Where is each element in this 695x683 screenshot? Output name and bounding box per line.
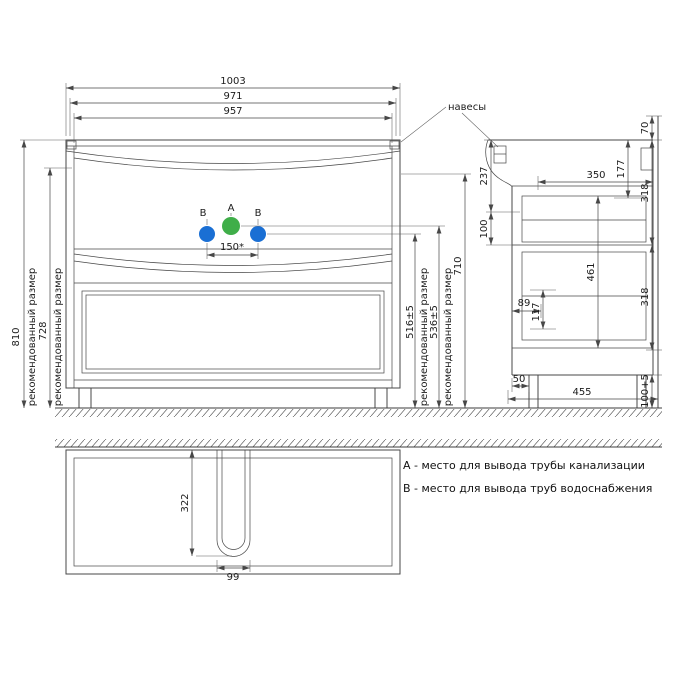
point-b-left-label: B bbox=[200, 208, 207, 219]
hanger-mark-left bbox=[66, 140, 77, 150]
hangers-label: навесы bbox=[448, 102, 486, 113]
floor-hatch-band bbox=[55, 409, 662, 417]
leg-right bbox=[374, 387, 388, 409]
dim-177-label: 177 bbox=[616, 159, 627, 178]
hanger-mark-right bbox=[389, 140, 400, 150]
dim-99-label: 99 bbox=[227, 572, 240, 583]
point-a-label: A bbox=[228, 203, 235, 214]
leader-line bbox=[400, 106, 447, 143]
siphon-cutout-outer bbox=[216, 450, 251, 557]
dim-150-label: 150* bbox=[220, 242, 244, 253]
recommended-size-note: рекомендованный размер bbox=[53, 268, 64, 406]
dim-461-label: 461 bbox=[586, 262, 597, 281]
water-point-b-left bbox=[199, 226, 215, 242]
basin-apron-curve-inner bbox=[73, 157, 393, 171]
dim-971-label: 971 bbox=[223, 91, 242, 102]
drain-point-a bbox=[222, 217, 240, 235]
drawer-curve-top bbox=[73, 253, 393, 266]
connection-points: A B B 150* bbox=[199, 203, 266, 259]
side-view bbox=[485, 116, 659, 409]
dim-322-label: 322 bbox=[180, 493, 191, 512]
water-point-b-right bbox=[250, 226, 266, 242]
lower-drawer-front bbox=[81, 290, 385, 374]
dim-117-label: 117 bbox=[531, 302, 542, 321]
dim-957-label: 957 bbox=[223, 106, 242, 117]
dim-455-label: 455 bbox=[572, 387, 591, 398]
dim-728-label: 728 bbox=[38, 321, 49, 340]
wall-hanger-bracket bbox=[640, 147, 654, 171]
dim-810-label: 810 bbox=[11, 327, 22, 346]
hanger-bracket-detail bbox=[493, 145, 507, 164]
dim-100-label: 100 bbox=[479, 219, 490, 238]
drawer-curve-bottom bbox=[73, 260, 393, 273]
plan-outline bbox=[65, 449, 401, 575]
recommended-size-note: рекомендованный размер bbox=[443, 268, 454, 406]
wall-hatch bbox=[55, 439, 662, 448]
dim-70-label: 70 bbox=[640, 122, 651, 135]
plan-view: 322 99 bbox=[65, 449, 401, 583]
dim-318-upper-label: 318 bbox=[640, 183, 651, 202]
basin-apron-curve bbox=[65, 150, 401, 164]
point-b-right-label: B bbox=[255, 208, 262, 219]
dim-50-label: 50 bbox=[513, 374, 526, 385]
leg-left bbox=[78, 387, 92, 409]
side-dimensions: 237 100 70 177 350 318 318 100+5 461 89 … bbox=[479, 115, 662, 408]
dim-legs-label: 100+5 bbox=[640, 374, 651, 408]
dim-350-label: 350 bbox=[586, 170, 605, 181]
dim-516-label: 516±5 bbox=[405, 305, 416, 339]
dim-536-label: 536±5 bbox=[429, 305, 440, 339]
lower-drawer-front-inner bbox=[85, 294, 381, 370]
floor-hatch bbox=[55, 407, 662, 417]
dim-318-lower-label: 318 bbox=[640, 287, 651, 306]
side-leg-front bbox=[528, 374, 539, 409]
dim-237-label: 237 bbox=[479, 166, 490, 185]
basin-front-profile bbox=[485, 139, 513, 188]
front-dimensions-left: 810 рекомендованный размер 728 рекомендо… bbox=[11, 139, 72, 408]
legend: A - место для вывода трубы канализации B… bbox=[403, 459, 652, 495]
dim-89-label: 89 bbox=[518, 298, 531, 309]
legend-line-b: B - место для вывода труб водоснабжения bbox=[403, 482, 652, 495]
cabinet-outline bbox=[65, 139, 401, 389]
front-view bbox=[65, 139, 401, 409]
legend-line-a: A - место для вывода трубы канализации bbox=[403, 459, 645, 472]
hangers-callout: навесы bbox=[400, 102, 499, 148]
upper-drawer-box bbox=[521, 195, 647, 243]
recommended-size-note: рекомендованный размер bbox=[27, 268, 38, 406]
siphon-cutout-inner bbox=[221, 450, 246, 550]
front-dimensions-top: 1003 971 957 bbox=[65, 76, 401, 143]
front-dimensions-right: 516±5 рекомендованный размер 536±5 реком… bbox=[241, 173, 471, 408]
dim-710-label: 710 bbox=[453, 256, 464, 275]
recommended-size-note: рекомендованный размер bbox=[419, 268, 430, 406]
leader-line bbox=[461, 112, 499, 148]
wall-hatch-band bbox=[55, 439, 662, 447]
dim-1003-label: 1003 bbox=[220, 76, 245, 87]
